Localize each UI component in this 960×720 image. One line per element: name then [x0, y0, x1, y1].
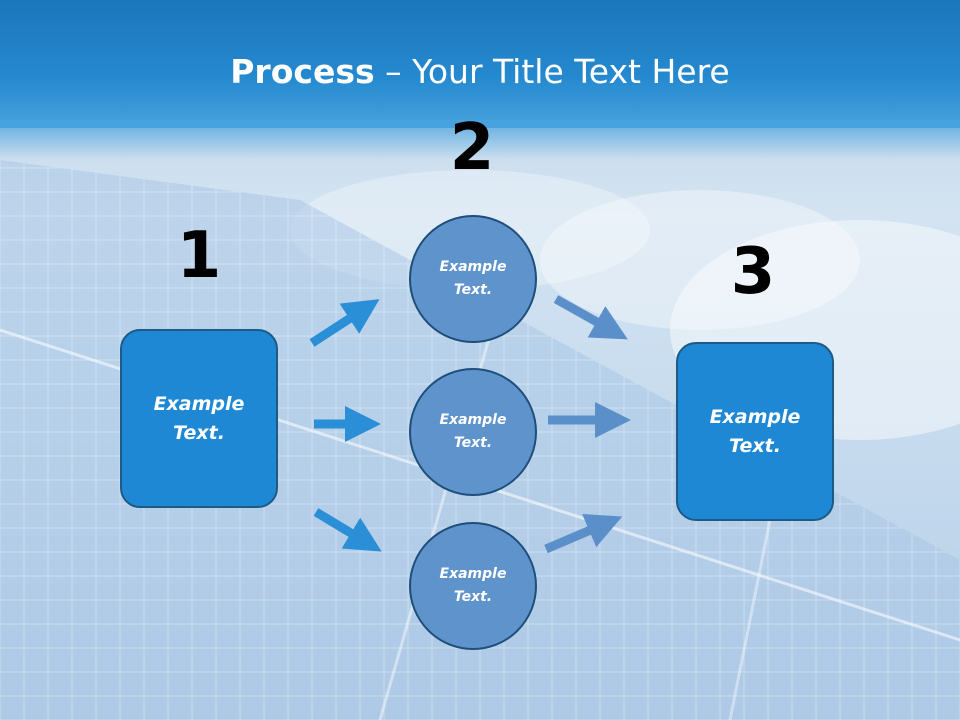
slide-title: Process – Your Title Text Here [0, 52, 960, 91]
step-2-circle-top: Example Text. [409, 215, 537, 343]
step-1-label: Example Text. [153, 392, 245, 444]
arrow-1-to-2-bottom [313, 508, 382, 552]
step-3-label: Example Text. [709, 405, 801, 457]
title-rest: – Your Title Text Here [374, 52, 730, 91]
step-2-circle-bottom-label: Example Text. [439, 566, 507, 605]
step-3-number: 3 [730, 235, 776, 309]
step-1-box: Example Text. [120, 329, 278, 508]
title-bar [0, 0, 960, 128]
title-bar-fade [0, 120, 960, 160]
step-2-number: 2 [449, 111, 495, 185]
arrow-2-to-3-top [553, 295, 628, 340]
step-2-circle-middle: Example Text. [409, 368, 537, 496]
step-2-circle-top-label: Example Text. [439, 259, 507, 298]
step-2-circle-middle-label: Example Text. [439, 412, 507, 451]
arrow-2-to-3-bottom [544, 514, 623, 554]
title-bold: Process [230, 52, 375, 91]
step-2-circle-bottom: Example Text. [409, 522, 537, 650]
step-1-number: 1 [176, 219, 222, 293]
step-3-box: Example Text. [676, 342, 834, 521]
arrow-1-to-2-top [309, 299, 380, 347]
